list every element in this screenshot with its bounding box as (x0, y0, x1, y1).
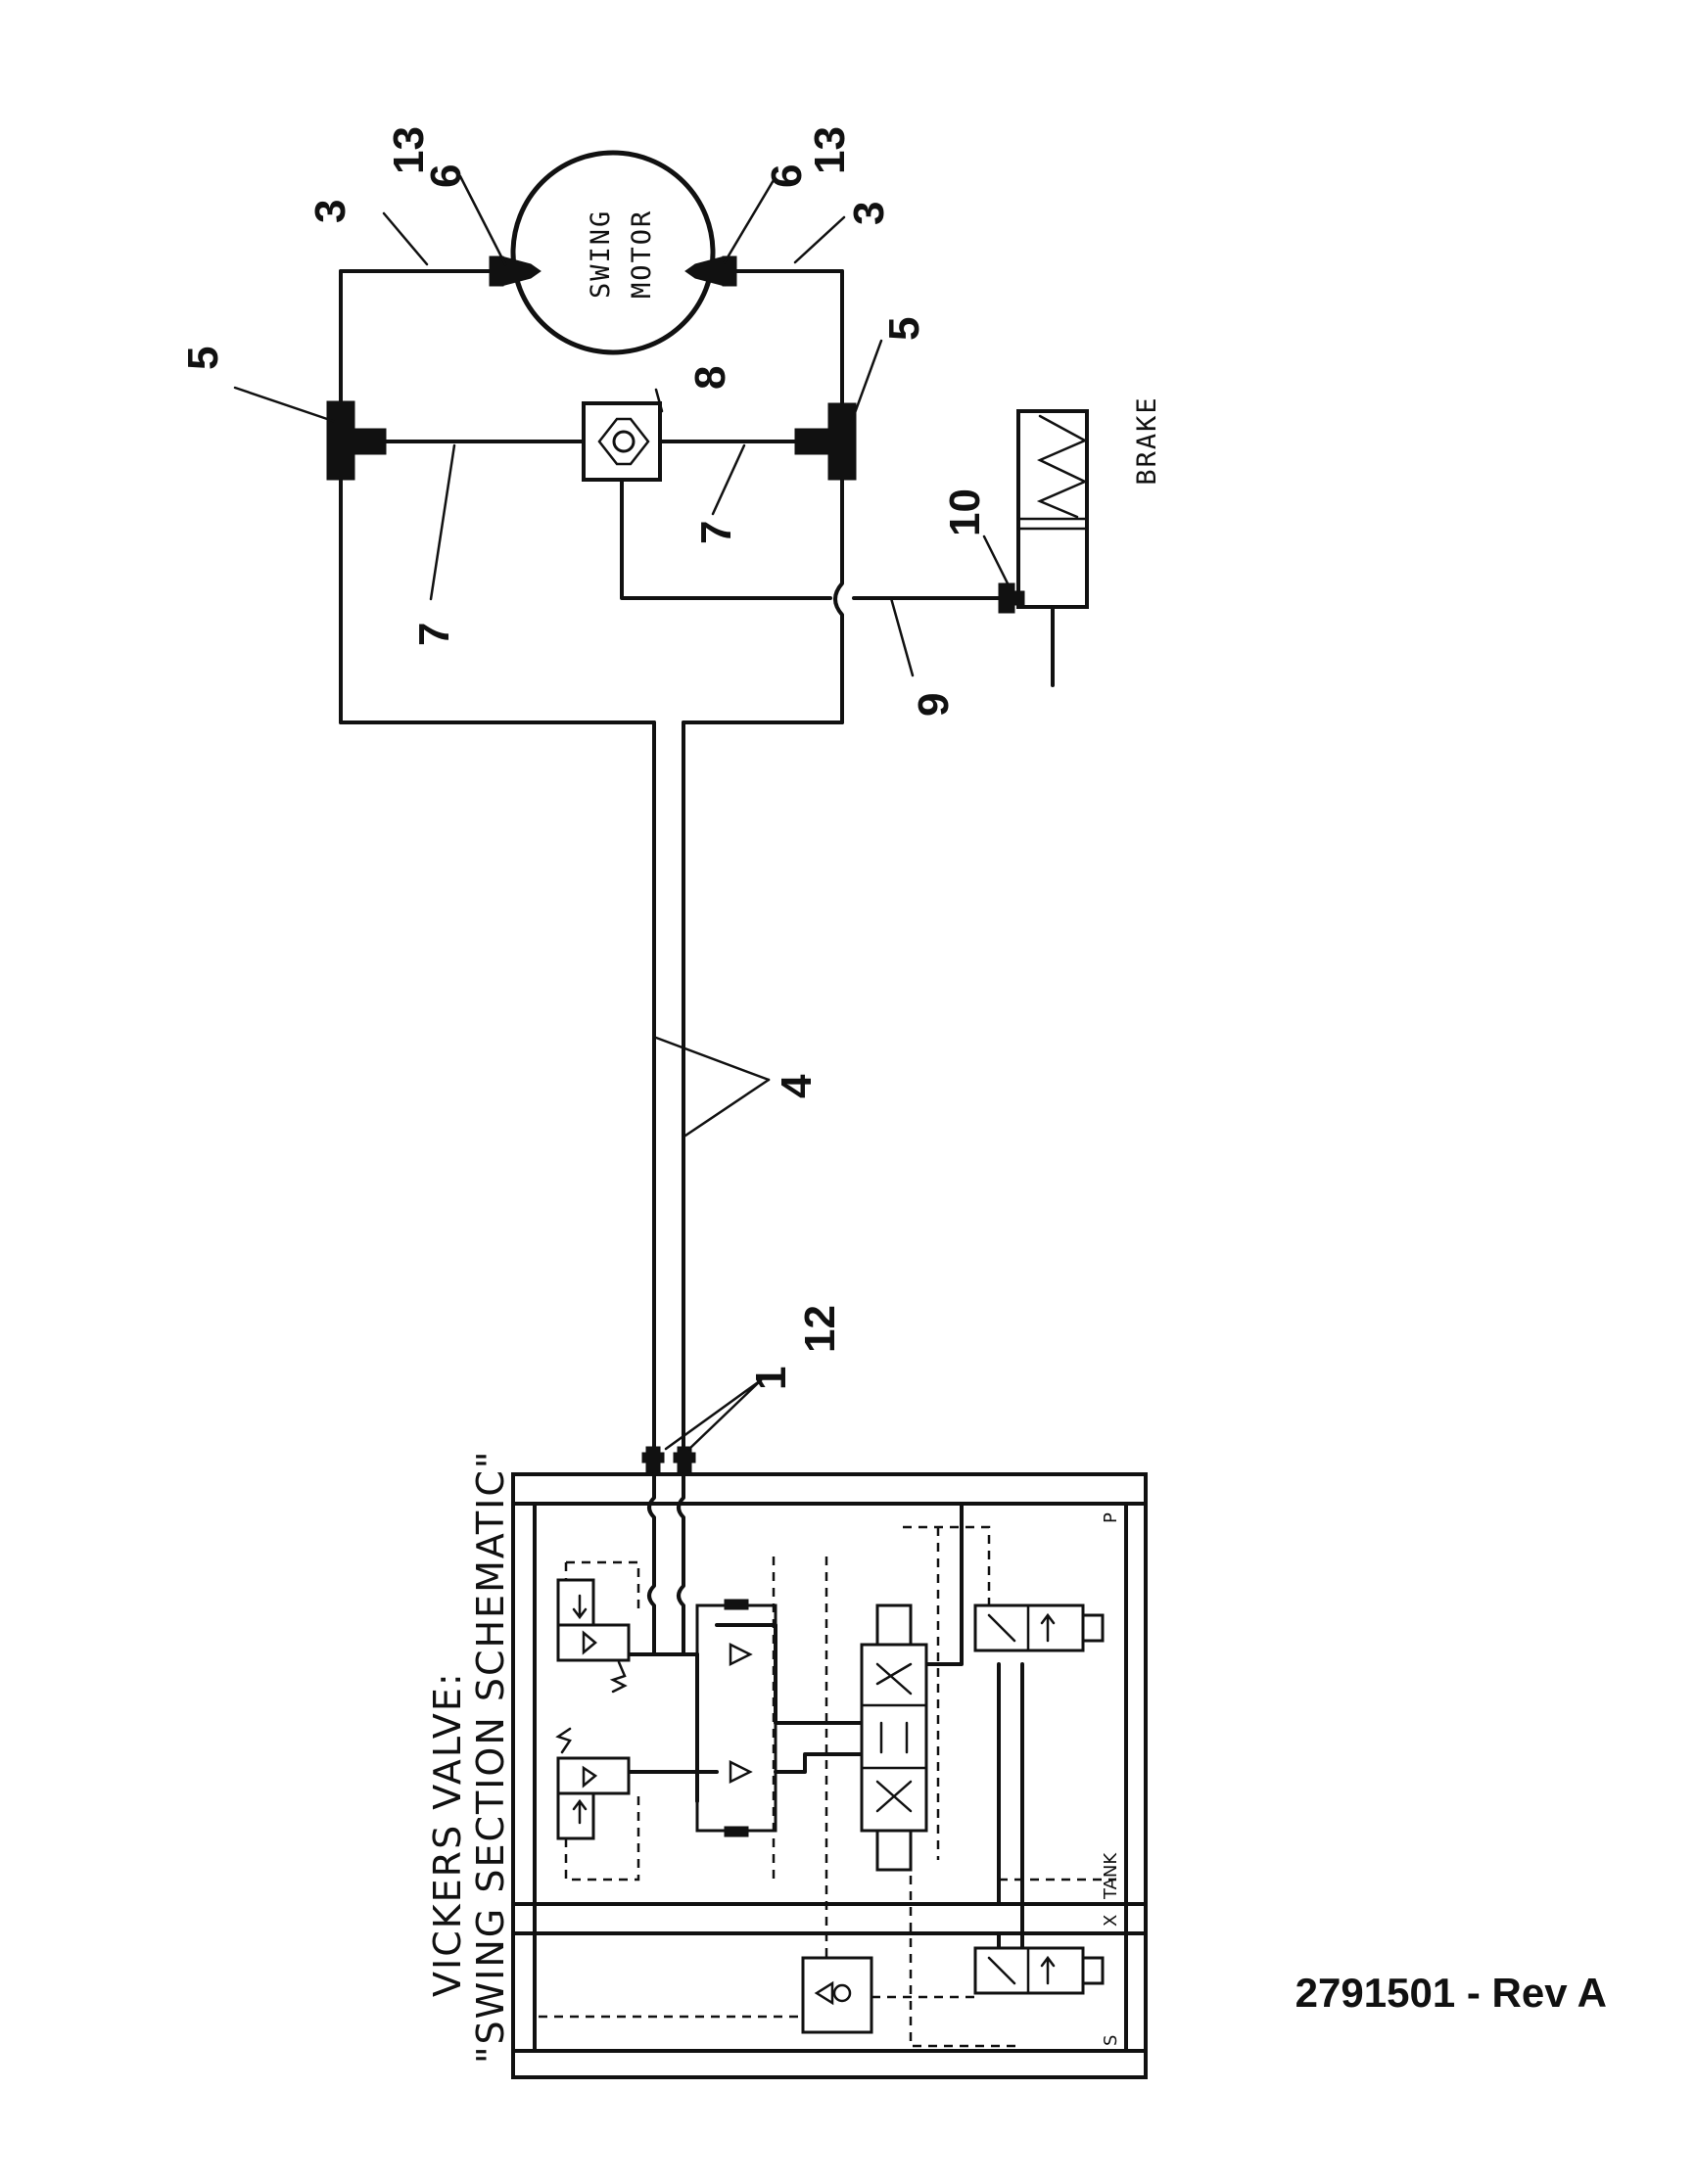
port-p-label: P (1101, 1512, 1121, 1523)
callout-10: 10 (941, 488, 989, 536)
callouts: 5 3 6 13 6 13 3 5 8 7 7 10 9 4 1 12 (179, 126, 989, 1390)
swing-motor-circle (510, 150, 716, 355)
callout-13-left: 13 (385, 126, 433, 174)
tee-fitting-right (794, 402, 857, 481)
brake-cylinder: BRAKE (998, 395, 1162, 687)
pilot-lines (539, 1525, 1116, 2048)
drawing-number: 2791501 - Rev A (1295, 1970, 1607, 2016)
solenoid-valve-lower (973, 1946, 1105, 1995)
callout-6-left: 6 (422, 164, 470, 188)
callout-7-right: 7 (692, 521, 740, 544)
callout-4: 4 (773, 1074, 821, 1098)
relief-valve-lower (555, 1727, 631, 1840)
swing-motor: SWING MOTOR (510, 150, 716, 355)
port-s-label: S (1101, 2035, 1121, 2046)
valve-port-fittings (641, 1446, 696, 1475)
directional-control-valve (860, 1603, 928, 1872)
port-x-label: X (1101, 1915, 1121, 1927)
shuttle-valve (582, 401, 662, 482)
callout-13-right: 13 (806, 126, 854, 174)
motor-fitting-left (489, 256, 541, 287)
tee-fitting-left (326, 400, 387, 481)
brake-label: BRAKE (1132, 395, 1162, 485)
brake-line (620, 478, 832, 600)
motor-label-line2: MOTOR (627, 209, 657, 299)
callout-3-left: 3 (306, 200, 354, 223)
port-tank-label: TANK (1101, 1852, 1121, 1900)
callout-1: 1 (747, 1367, 795, 1390)
motor-fitting-right (684, 256, 737, 287)
solenoid-valve-upper (973, 1603, 1105, 1652)
vickers-valve-block: P TANK X S (511, 1472, 1148, 2079)
pilot-check-valve (801, 1956, 873, 2034)
callout-7-left: 7 (410, 623, 458, 646)
main-hoses (652, 720, 685, 1449)
callout-5-right: 5 (880, 317, 928, 341)
callout-12: 12 (796, 1305, 844, 1353)
right-hose-line (833, 269, 844, 724)
callout-8: 8 (686, 366, 734, 390)
valve-title-line2: "SWING SECTION SCHEMATIC" (469, 1450, 512, 2064)
callout-3-right: 3 (845, 202, 893, 225)
callout-5-left: 5 (179, 347, 227, 370)
callout-9: 9 (910, 693, 958, 717)
anti-cavitation-checks (695, 1599, 777, 1837)
callout-6-right: 6 (763, 164, 811, 188)
callout-leaders (233, 174, 1011, 1451)
relief-valve-upper (556, 1578, 631, 1694)
motor-label-line1: SWING (586, 209, 616, 299)
valve-block-outline (511, 1472, 1148, 2079)
valve-title-line1: VICKERS VALVE: (426, 1671, 469, 1997)
